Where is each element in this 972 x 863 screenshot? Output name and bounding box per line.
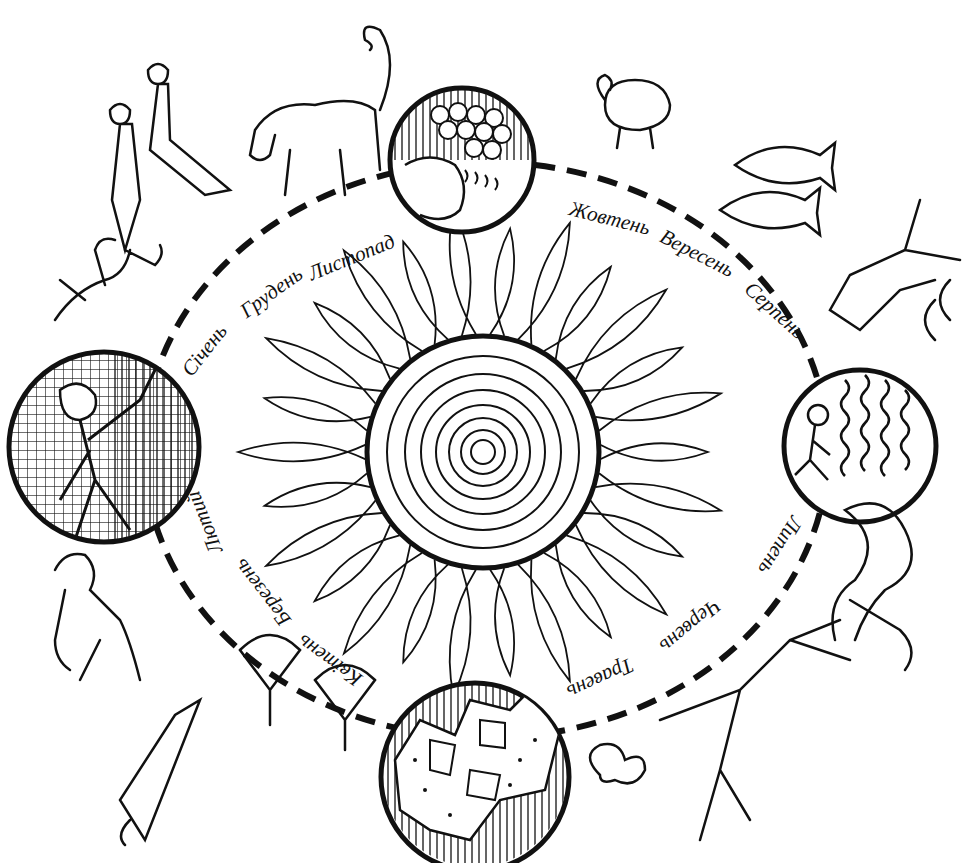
sun-ray <box>265 473 371 507</box>
sun-ray <box>490 568 514 675</box>
month-label: Листопад <box>306 230 399 284</box>
sun-ray <box>450 568 476 695</box>
month-label: Грудень <box>237 263 307 322</box>
sun-ray <box>544 267 611 359</box>
month-label: Лютий <box>183 488 227 556</box>
month-label: Жовтень <box>567 198 653 238</box>
sun-ray <box>584 347 682 403</box>
sun-ray <box>566 290 666 380</box>
sun-ray <box>266 338 382 403</box>
sun-ray <box>518 223 570 344</box>
month-label: Січень <box>179 320 232 380</box>
sun-ray <box>544 545 611 637</box>
sun-ray <box>601 443 708 461</box>
sun-ray <box>238 443 365 462</box>
sun-ray <box>266 500 382 565</box>
sun-ray <box>265 397 371 431</box>
sun-ray <box>596 393 721 431</box>
sun-ray <box>403 560 448 663</box>
month-label: Квітень <box>294 630 366 689</box>
month-label: Серпень <box>741 278 810 343</box>
sun-ray <box>403 242 448 345</box>
month-label: Травень <box>564 654 637 703</box>
month-label: Вересень <box>657 225 738 280</box>
month-label: Червень <box>655 594 724 657</box>
sun-ray <box>344 545 422 654</box>
sun-ray <box>566 525 666 615</box>
month-label: Липень <box>754 512 806 578</box>
month-label: Березень <box>229 555 294 630</box>
sun-ray <box>596 473 721 511</box>
sun-ray <box>315 303 400 379</box>
sun-ray <box>315 525 400 601</box>
sun-ray <box>490 229 514 336</box>
sun-ray <box>518 560 570 681</box>
